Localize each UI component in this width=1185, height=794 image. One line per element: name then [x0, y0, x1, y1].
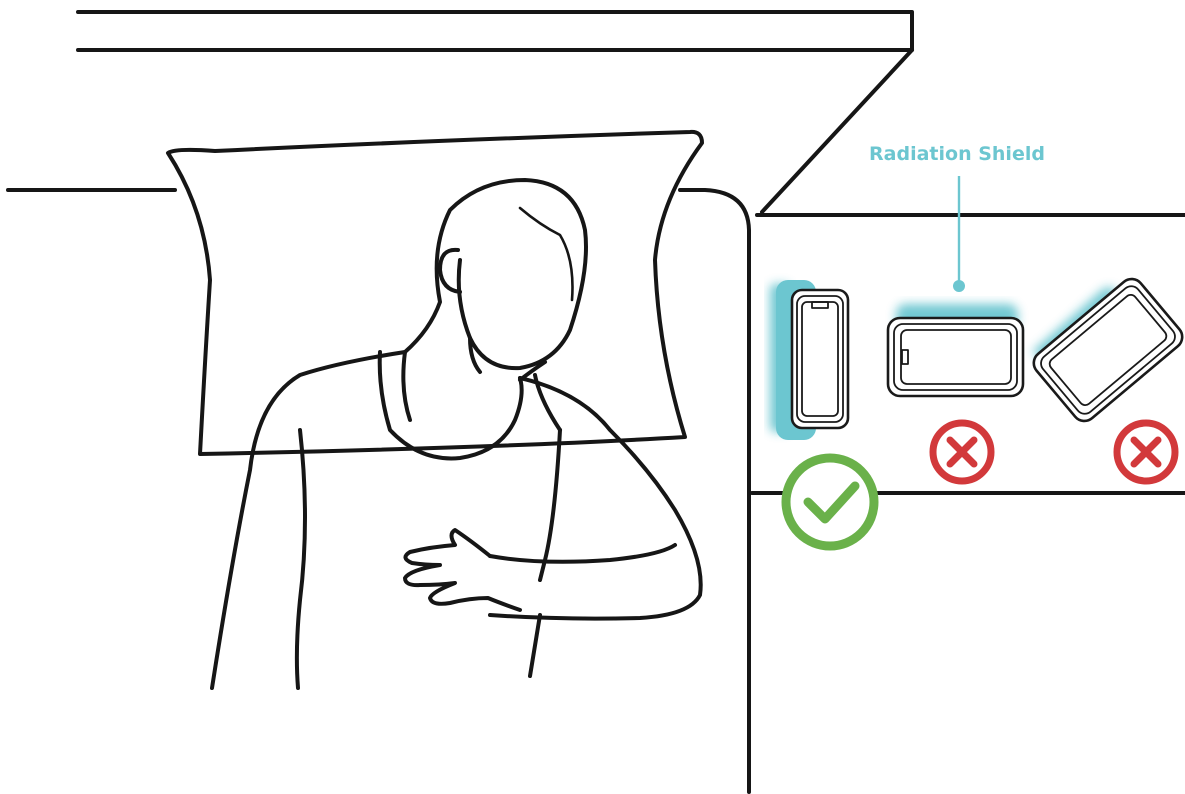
radiation-shield-label: Radiation Shield: [869, 143, 1045, 165]
x-icon-2: [1117, 423, 1175, 481]
x-icon: [933, 423, 991, 481]
radiation-shield-callout: Radiation Shield: [869, 143, 1045, 292]
bed-mattress-edge: [680, 190, 749, 792]
phone-vertical: [770, 280, 848, 440]
phone-flat: [888, 304, 1023, 396]
check-icon: [786, 458, 874, 546]
phone-tilted: [1029, 274, 1185, 426]
pillow: [168, 132, 702, 454]
sleeping-man: [212, 180, 701, 688]
